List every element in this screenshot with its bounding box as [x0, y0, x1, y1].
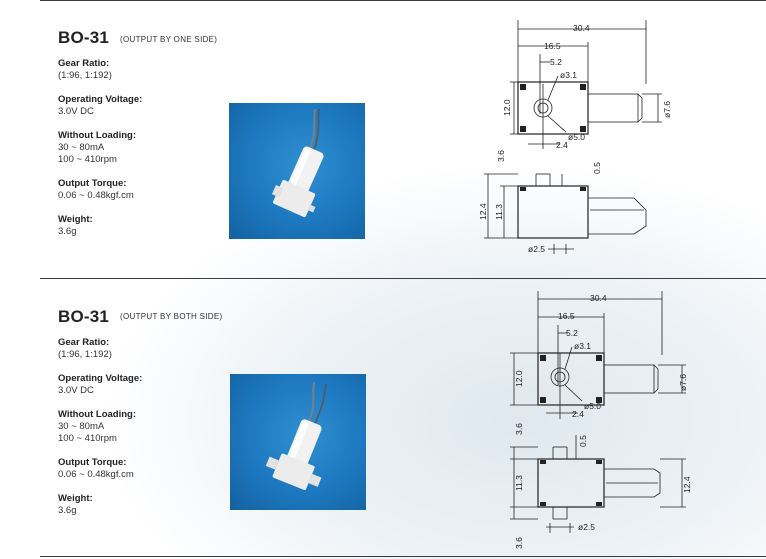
dim-total-height: 12.4 [682, 476, 692, 493]
spec-weight: Weight: 3.6g [58, 214, 142, 238]
dim-hole-dia: ø5.0 [584, 401, 601, 411]
dim-shaft-height-bottom: 3.6 [514, 537, 524, 549]
spec-operating-voltage: Operating Voltage: 3.0V DC [58, 94, 142, 118]
dim-body-height: 11.3 [514, 475, 524, 491]
product-model: BO-31 [58, 28, 110, 47]
spec-value: 100 ~ 410rpm [58, 433, 117, 444]
dim-hole-offset: 2.4 [572, 409, 584, 419]
spec-label: Gear Ratio: [58, 58, 110, 69]
spec-value: 100 ~ 410rpm [58, 154, 117, 165]
section-divider [40, 278, 766, 279]
dim-shaft-height: 3.6 [496, 150, 506, 162]
spec-gear-ratio: Gear Ratio: (1:96, 1:192) [58, 58, 142, 82]
spec-label: Without Loading: [58, 130, 136, 141]
dim-overall-length: 30.4 [590, 293, 607, 303]
dim-motor-dia: ø7.6 [662, 101, 672, 118]
spec-value: (1:96, 1:192) [58, 70, 112, 81]
spec-label: Operating Voltage: [58, 94, 143, 105]
product-section-one-side: BO-31 (OUTPUT BY ONE SIDE) Gear Ratio: (… [0, 0, 766, 278]
spec-value: 0.06 ~ 0.48kgf.cm [58, 469, 134, 480]
dim-shaft-gap: 0.5 [578, 435, 588, 447]
dim-shaft-offset: 5.2 [550, 57, 562, 67]
spec-label: Weight: [58, 493, 93, 504]
dim-shaft-offset: 5.2 [566, 328, 578, 338]
gear-motor-photo-image [271, 108, 324, 218]
spec-label: Output Torque: [58, 178, 127, 189]
spec-gear-ratio: Gear Ratio: (1:96, 1:192) [58, 337, 142, 361]
dim-hole-offset: 2.4 [556, 140, 568, 150]
spec-without-loading: Without Loading: 30 ~ 80mA 100 ~ 410rpm [58, 130, 142, 166]
spec-list: Gear Ratio: (1:96, 1:192) Operating Volt… [58, 337, 142, 529]
dim-body-length: 16.5 [558, 311, 575, 321]
dim-height: 12.0 [502, 99, 512, 116]
dim-shaft-end-dia: ø2.5 [528, 244, 545, 254]
spec-label: Gear Ratio: [58, 337, 110, 348]
spec-without-loading: Without Loading: 30 ~ 80mA 100 ~ 410rpm [58, 409, 142, 445]
dim-shaft-height: 3.6 [514, 423, 524, 435]
spec-list: Gear Ratio: (1:96, 1:192) Operating Volt… [58, 58, 142, 250]
gear-motor-photo-image [265, 381, 327, 490]
spec-value: 3.0V DC [58, 385, 94, 396]
dimension-drawing: 30.4 16.5 5.2 ø3.1 12.0 ø7.6 ø5.0 2.4 3.… [470, 14, 760, 264]
dim-shaft-dia: ø3.1 [560, 70, 577, 80]
dim-motor-dia: ø7.6 [678, 374, 688, 391]
spec-label: Operating Voltage: [58, 373, 143, 384]
spec-output-torque: Output Torque: 0.06 ~ 0.48kgf.cm [58, 178, 142, 202]
bottom-rule [40, 556, 766, 557]
spec-output-torque: Output Torque: 0.06 ~ 0.48kgf.cm [58, 457, 142, 481]
product-photo [230, 374, 366, 510]
product-model: BO-31 [58, 307, 110, 326]
product-section-both-side: BO-31 (OUTPUT BY BOTH SIDE) Gear Ratio: … [0, 279, 766, 557]
top-rule [40, 0, 766, 1]
spec-operating-voltage: Operating Voltage: 3.0V DC [58, 373, 142, 397]
product-photo [229, 103, 365, 239]
dim-hole-dia: ø5.0 [568, 132, 585, 142]
dim-body-length: 16.5 [544, 41, 561, 51]
dim-shaft-end-dia: ø2.5 [578, 522, 595, 532]
spec-value: (1:96, 1:192) [58, 349, 112, 360]
dimension-drawing: 30.4 16.5 5.2 ø3.1 12.0 ø7.6 ø5.0 2.4 3.… [490, 287, 760, 559]
product-subtitle: (OUTPUT BY BOTH SIDE) [120, 312, 223, 321]
spec-label: Output Torque: [58, 457, 127, 468]
spec-value: 30 ~ 80mA [58, 421, 105, 432]
spec-value: 30 ~ 80mA [58, 142, 105, 153]
dim-overall-length: 30.4 [573, 23, 590, 33]
spec-value: 3.6g [58, 226, 77, 237]
product-subtitle: (OUTPUT BY ONE SIDE) [120, 35, 218, 44]
dim-shaft-gap: 0.5 [592, 162, 602, 174]
technical-drawing: 30.4 16.5 5.2 ø3.1 12.0 ø7.6 ø5.0 2.4 3.… [510, 291, 692, 549]
dim-body-height: 11.3 [494, 204, 504, 220]
technical-drawing: 30.4 16.5 5.2 ø3.1 12.0 ø7.6 ø5.0 2.4 3.… [478, 20, 672, 254]
dim-shaft-dia: ø3.1 [574, 341, 591, 351]
spec-value: 0.06 ~ 0.48kgf.cm [58, 190, 134, 201]
spec-label: Without Loading: [58, 409, 136, 420]
dim-total-height: 12.4 [478, 203, 488, 220]
spec-value: 3.0V DC [58, 106, 94, 117]
spec-label: Weight: [58, 214, 93, 225]
spec-value: 3.6g [58, 505, 77, 516]
dim-height: 12.0 [514, 370, 524, 387]
spec-weight: Weight: 3.6g [58, 493, 142, 517]
